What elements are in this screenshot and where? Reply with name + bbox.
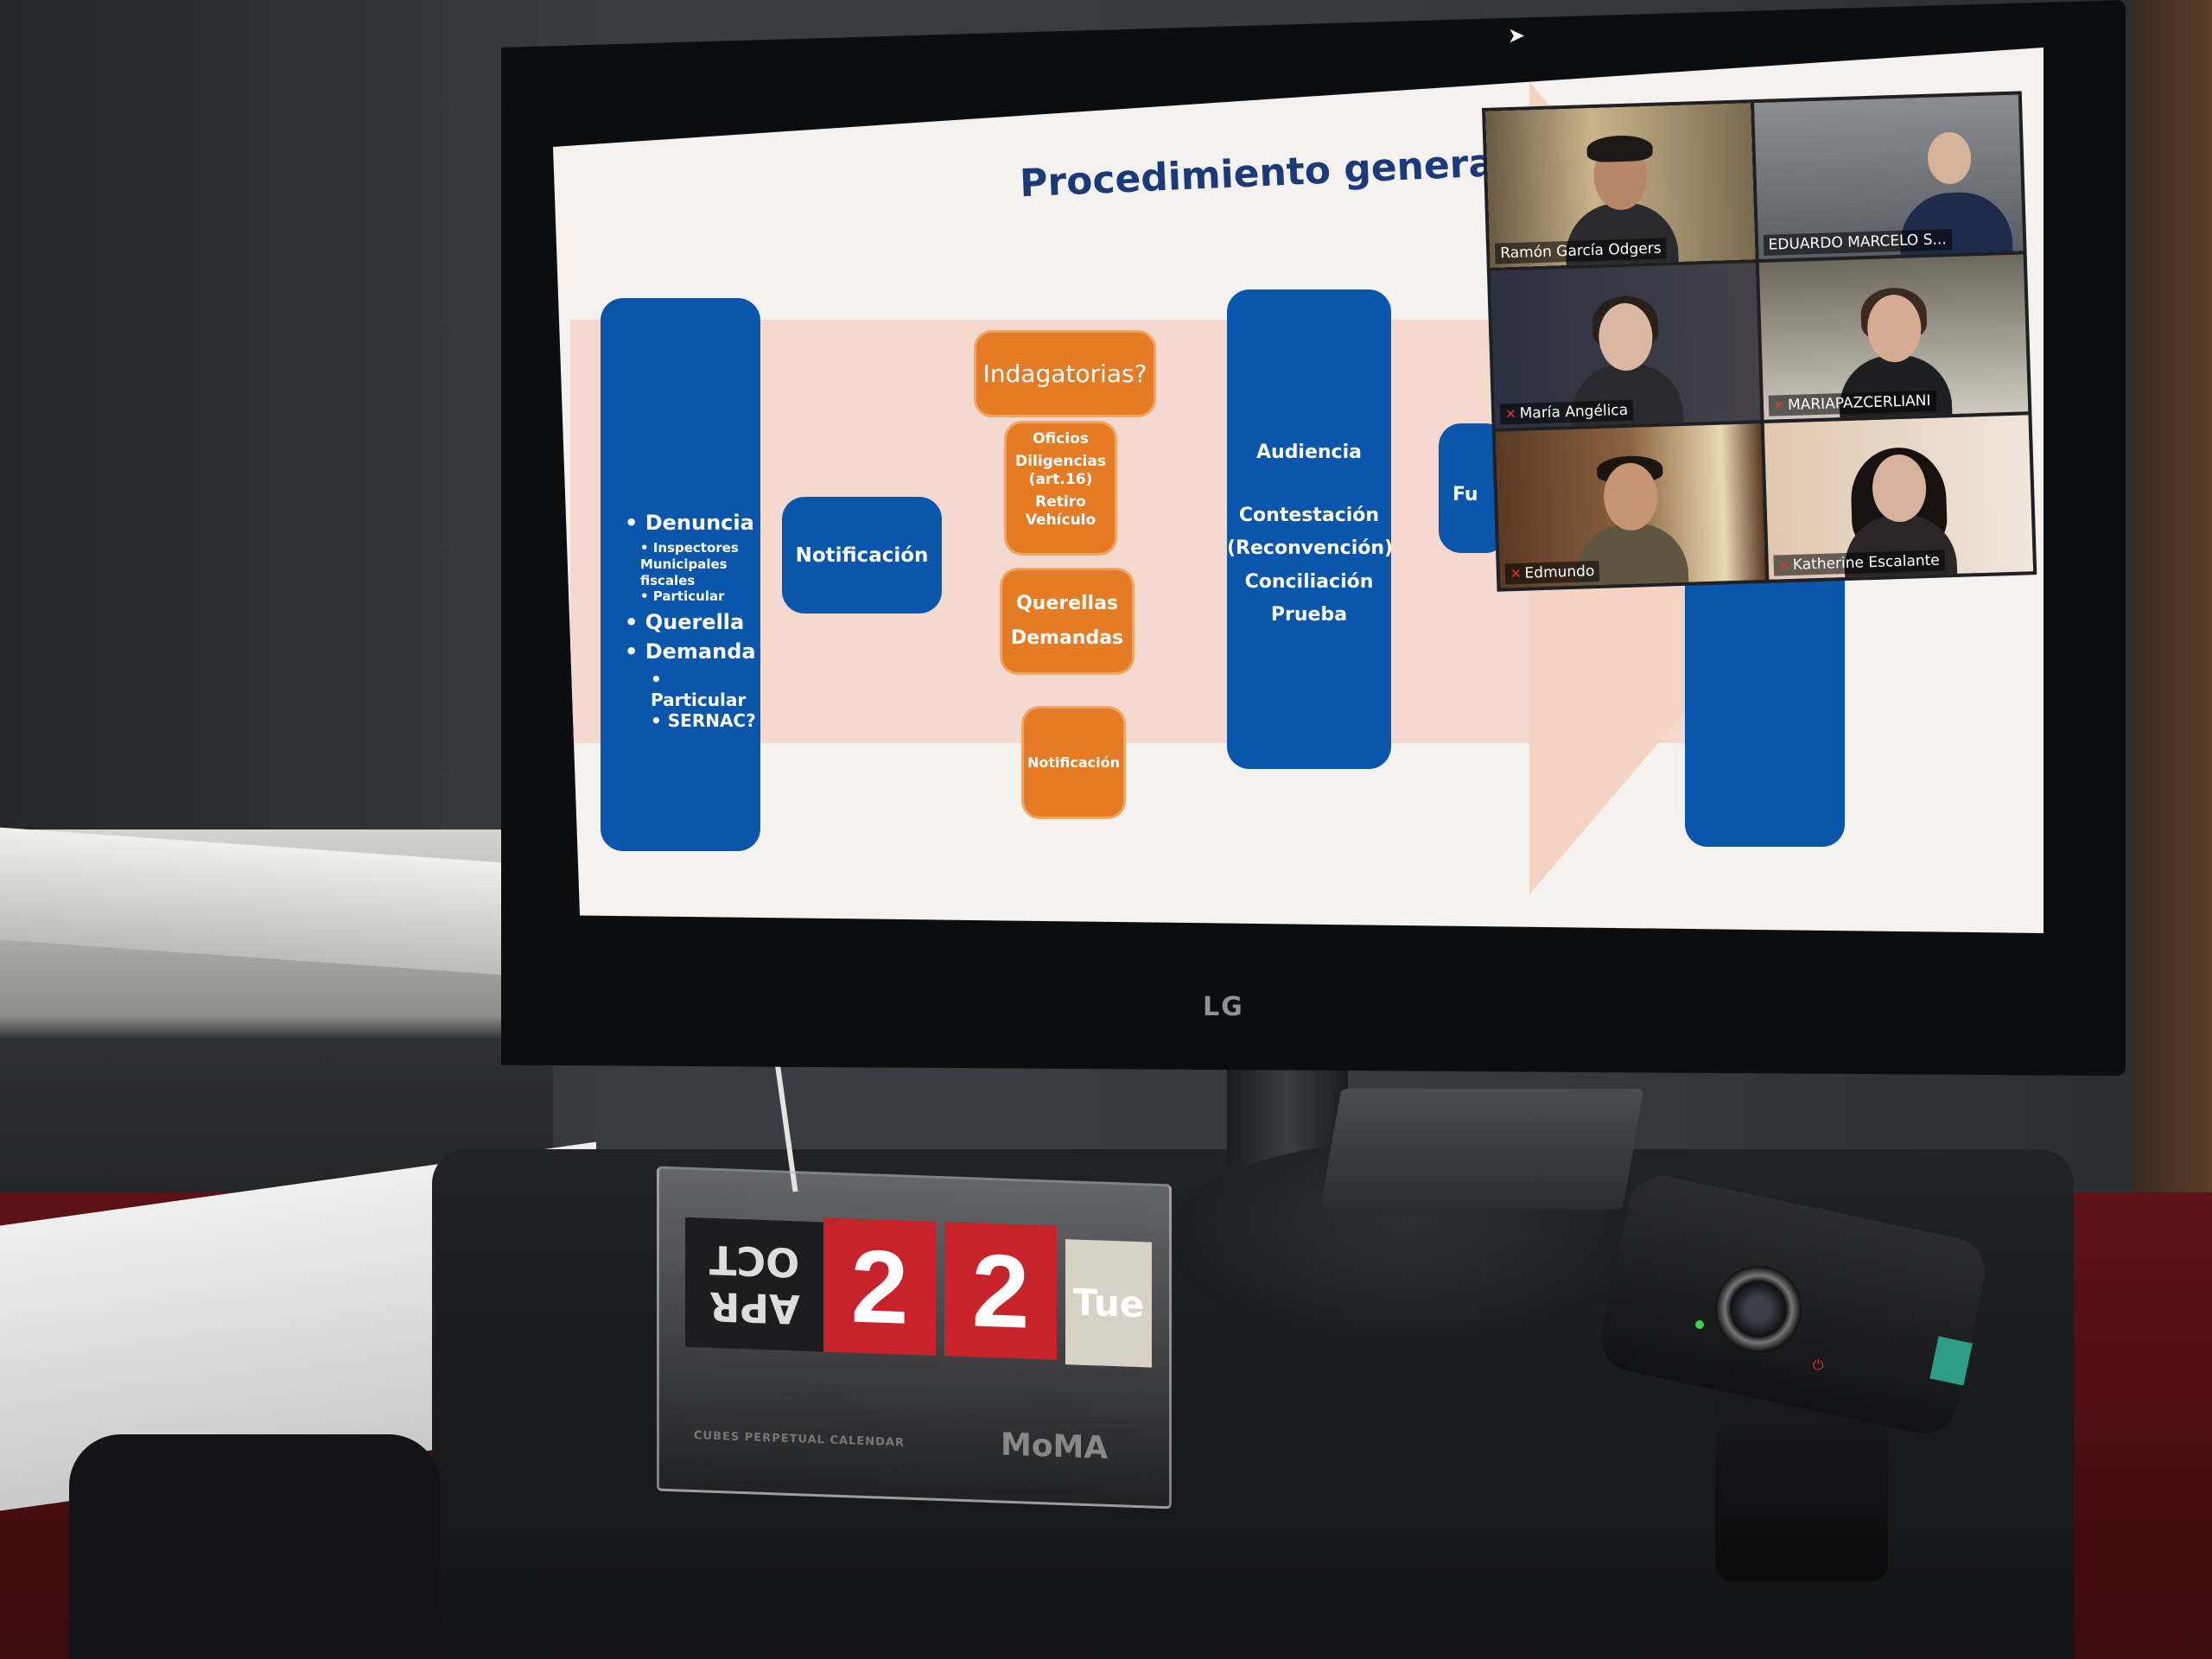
slide-title: Procedimiento general bbox=[1019, 140, 1509, 207]
mic-muted-icon: ✕ bbox=[1773, 397, 1785, 414]
router-device bbox=[1319, 1089, 1644, 1210]
mic-muted-icon: ✕ bbox=[1504, 405, 1516, 422]
participant-tile[interactable]: ✕MARIAPAZCERLIANI bbox=[1758, 254, 2029, 420]
participant-tile[interactable]: Ramón García Odgers bbox=[1485, 103, 1756, 269]
audiencia-item: Conciliación bbox=[1244, 570, 1374, 593]
diligencias-label: Diligencias (art.16) bbox=[1015, 453, 1106, 488]
mic-muted-icon: ✕ bbox=[1510, 565, 1522, 582]
day-cube-1: 2 bbox=[823, 1217, 936, 1356]
querellas-demandas-box: Querellas Demandas bbox=[1002, 570, 1132, 672]
power-icon: ⏻ bbox=[1813, 1357, 1824, 1373]
notificacion-orange-box: Notificación bbox=[1024, 709, 1123, 817]
door-edge bbox=[2134, 0, 2212, 1210]
demanda-subitem: SERNAC? bbox=[651, 710, 760, 731]
querella-label: Querella bbox=[625, 610, 760, 634]
monitor-brand-logo: LG bbox=[1203, 992, 1244, 1022]
moma-logo: MoMA bbox=[1001, 1427, 1109, 1466]
month-top-label: OCT bbox=[709, 1236, 800, 1287]
right-blue-column bbox=[1685, 544, 1845, 847]
month-bottom-label: APR bbox=[709, 1282, 800, 1333]
audiencia-item: Prueba bbox=[1270, 604, 1348, 626]
notificacion-box: Notificación bbox=[782, 497, 942, 613]
mic-muted-icon: ✕ bbox=[1778, 557, 1790, 574]
querellas-label: Querellas bbox=[1015, 593, 1119, 615]
demanda-subitem: Particular bbox=[651, 669, 760, 710]
denuncia-label: Denuncia bbox=[625, 511, 760, 535]
webcam-lens bbox=[1715, 1266, 1802, 1352]
participant-tile[interactable]: EDUARDO MARCELO S... bbox=[1753, 94, 2024, 260]
demandas-label: Demandas bbox=[1010, 627, 1124, 649]
audiencia-title: Audiencia bbox=[1256, 442, 1362, 463]
calendar-caption: CUBES PERPETUAL CALENDAR bbox=[694, 1429, 906, 1450]
video-gallery[interactable]: Ramón García Odgers EDUARDO MARCELO S...… bbox=[1482, 91, 2037, 592]
participant-tile[interactable]: ✕Edmundo bbox=[1495, 423, 1765, 588]
month-cube: OCT APR bbox=[685, 1217, 823, 1352]
diligencias-box: Oficios Diligencias (art.16) Retiro Vehí… bbox=[1007, 423, 1115, 553]
participant-tile[interactable]: ✕Katherine Escalante bbox=[1764, 414, 2034, 580]
audiencia-item: Contestación bbox=[1238, 504, 1380, 526]
audiencia-item: (Reconvención) bbox=[1227, 537, 1394, 559]
participant-name: ✕Edmundo bbox=[1504, 560, 1600, 585]
denuncia-subitem: Inspectores Municipales fiscales bbox=[640, 540, 760, 588]
black-bag bbox=[69, 1434, 441, 1659]
weekday-cube: Tue bbox=[1065, 1239, 1152, 1368]
day-cube-2: 2 bbox=[944, 1222, 1057, 1360]
denuncia-column: Denuncia Inspectores Municipales fiscale… bbox=[601, 298, 760, 851]
demanda-label: Demanda bbox=[625, 639, 760, 664]
oficios-label: Oficios bbox=[1033, 430, 1089, 448]
webcam-status-led bbox=[1695, 1320, 1704, 1329]
indagatorias-box: Indagatorias? bbox=[976, 333, 1154, 415]
perpetual-calendar: OCT APR 2 2 Tue CUBES PERPETUAL CALENDAR… bbox=[657, 1166, 1172, 1510]
mouse-cursor-icon: ➤ bbox=[1508, 23, 1526, 48]
participant-tile[interactable]: ✕María Angélica bbox=[1490, 263, 1760, 429]
participant-name: ✕María Angélica bbox=[1499, 399, 1634, 425]
retiro-vehiculo-label: Retiro Vehículo bbox=[1025, 493, 1096, 529]
denuncia-subitem: Particular bbox=[640, 588, 760, 605]
audiencia-column: Audiencia Contestación (Reconvención) Co… bbox=[1227, 289, 1394, 769]
